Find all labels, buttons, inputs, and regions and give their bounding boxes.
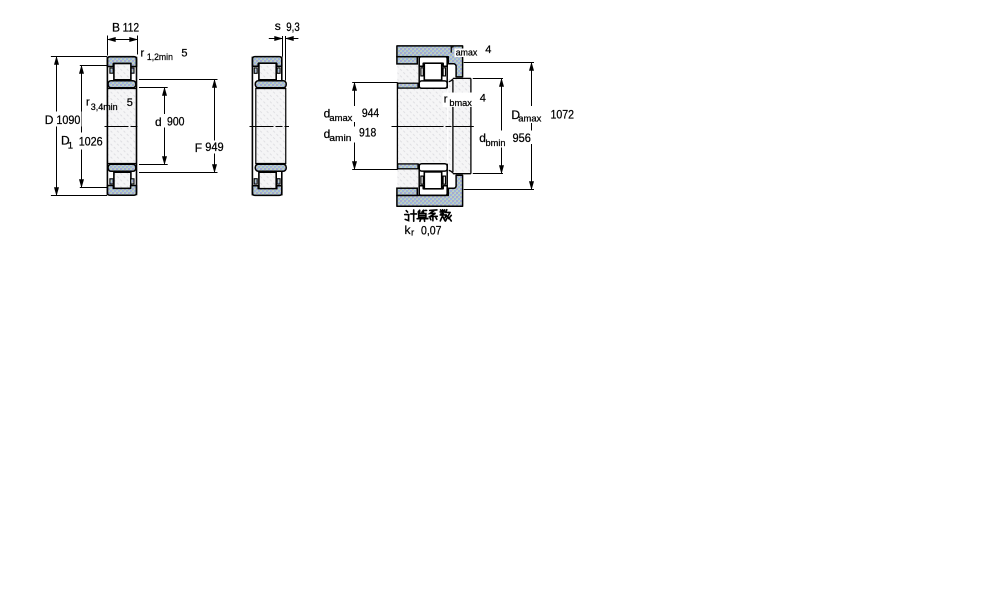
svg-text:r: r [141, 47, 145, 59]
svg-text:r: r [444, 94, 448, 106]
svg-text:1090: 1090 [56, 113, 80, 127]
svg-text:d: d [479, 131, 486, 145]
svg-text:F: F [195, 141, 202, 155]
svg-text:r: r [450, 43, 454, 55]
svg-text:B: B [112, 21, 120, 35]
svg-text:1: 1 [68, 140, 73, 151]
svg-text:1072: 1072 [551, 108, 575, 122]
svg-text:9,3: 9,3 [286, 20, 300, 34]
svg-text:r: r [411, 228, 414, 239]
svg-text:5: 5 [181, 47, 187, 59]
svg-text:amax: amax [456, 47, 478, 58]
svg-text:956: 956 [513, 131, 532, 145]
svg-text:bmax: bmax [449, 98, 472, 109]
svg-text:s: s [275, 19, 281, 33]
svg-text:900: 900 [167, 115, 185, 129]
svg-text:5: 5 [127, 97, 133, 109]
svg-text:3,4min: 3,4min [91, 102, 118, 113]
svg-text:D: D [511, 108, 520, 122]
svg-text:amin: amin [329, 133, 351, 144]
svg-text:918: 918 [359, 126, 377, 140]
svg-text:944: 944 [362, 106, 380, 120]
svg-text:bmin: bmin [486, 138, 506, 149]
svg-text:D: D [45, 113, 54, 127]
svg-text:amax: amax [329, 113, 352, 124]
svg-text:d: d [155, 115, 162, 129]
svg-text:949: 949 [205, 140, 224, 154]
svg-text:0,07: 0,07 [421, 224, 442, 238]
svg-text:112: 112 [123, 21, 140, 35]
svg-text:k: k [405, 223, 412, 237]
svg-text:1026: 1026 [79, 134, 103, 148]
svg-text:4: 4 [485, 44, 491, 56]
svg-text:D: D [61, 134, 70, 148]
svg-text:d: d [324, 107, 331, 121]
svg-text:r: r [86, 97, 90, 109]
svg-text:d: d [324, 127, 331, 141]
svg-text:amax: amax [518, 113, 541, 124]
svg-text:4: 4 [480, 92, 486, 104]
svg-text:1,2min: 1,2min [147, 52, 173, 63]
